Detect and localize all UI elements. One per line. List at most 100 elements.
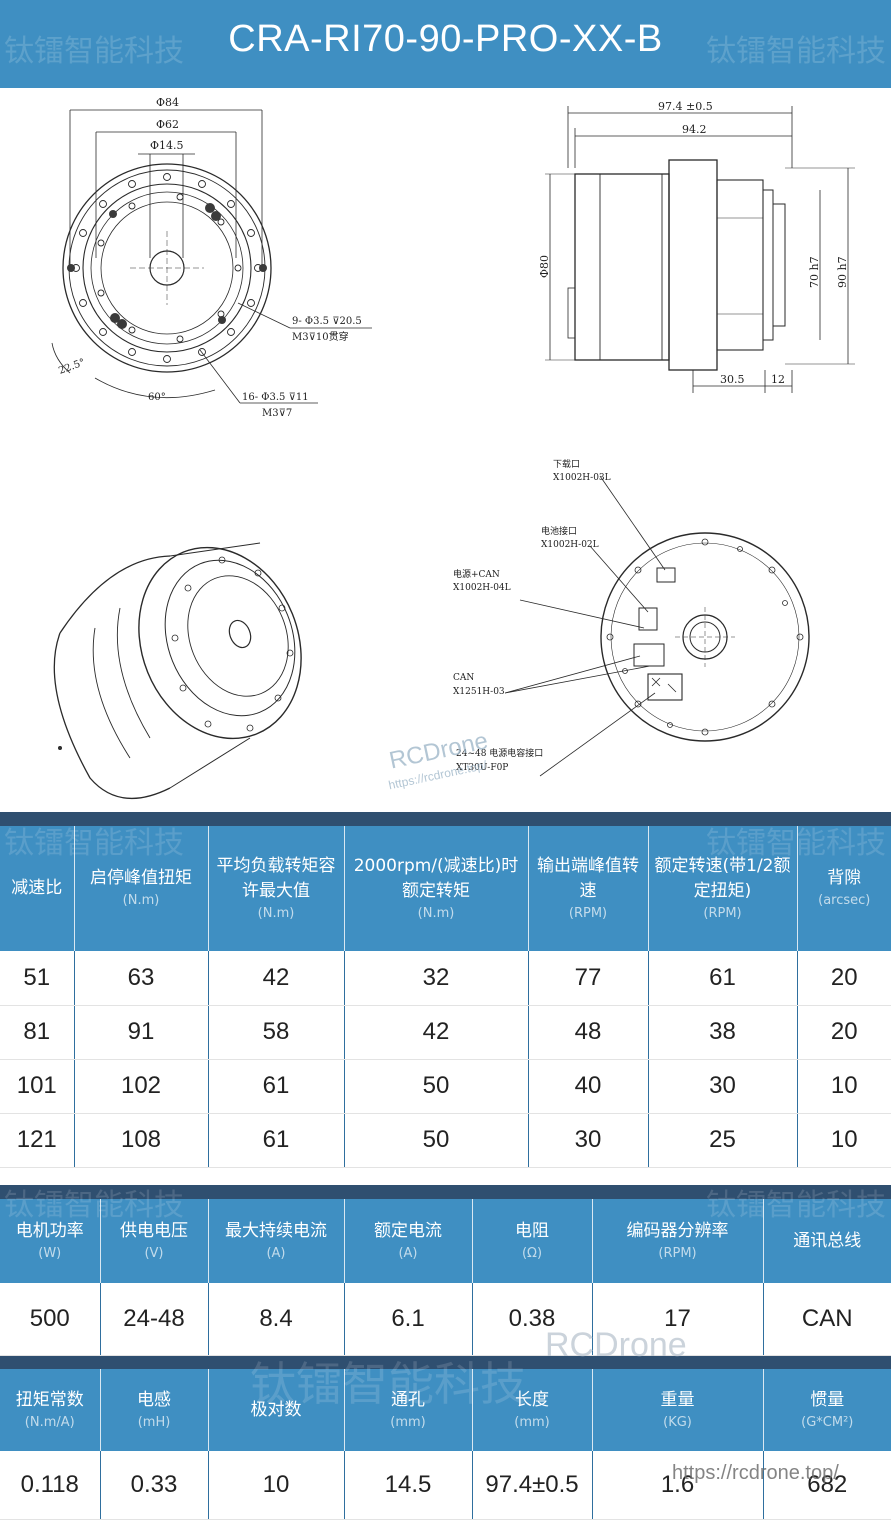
table-cell: 14.5 — [344, 1451, 473, 1520]
section-divider-2 — [0, 1185, 891, 1199]
spec-table-motor: 电机功率(W)供电电压(V)最大持续电流(A)额定电流(A)电阻(Ω)编码器分辨… — [0, 1199, 891, 1356]
table-cell: 48 — [528, 1005, 649, 1060]
drawing-watermark: RCDrone https://rcdrone.top/ — [387, 727, 490, 792]
column-header-unit: (N.m/A) — [24, 1414, 75, 1430]
table-cell: 8.4 — [208, 1283, 345, 1356]
column-header-label: 极对数 — [250, 1399, 302, 1420]
table-cell: 61 — [648, 951, 798, 1006]
column-header: 减速比 — [0, 826, 75, 951]
column-header-label: 平均负载转矩容许最大值 — [216, 855, 336, 901]
side-dim-70: 70 h7 — [808, 256, 821, 288]
table-cell: 63 — [74, 951, 209, 1006]
table-cell: 0.118 — [0, 1451, 101, 1520]
column-header-label: 通讯总线 — [793, 1230, 862, 1251]
column-header: 额定转速(带1/2额定扭矩)(RPM) — [648, 826, 798, 951]
column-header-unit: (A) — [398, 1245, 418, 1261]
rear-label-download: 下载口 — [553, 458, 580, 470]
rear-label-battery: 电池接口 — [541, 525, 577, 537]
rear-label-download-pn: X1002H-03L — [553, 473, 611, 483]
column-header: 背隙(arcsec) — [797, 826, 891, 951]
column-header-label: 编码器分辨率 — [626, 1220, 729, 1241]
table2-watermark-left: 钛镭智能科技 — [4, 1188, 184, 1223]
front-dim-62: Φ62 — [156, 118, 179, 131]
table-cell: 30 — [648, 1059, 798, 1114]
table-header-row: 扭矩常数(N.m/A)电感(mH)极对数通孔(mm)长度(mm)重量(KG)惯量… — [0, 1369, 891, 1451]
table-cell: 30 — [528, 1113, 649, 1168]
rear-label-power-can-pn: X1002H-04L — [453, 583, 511, 593]
column-header: 长度(mm) — [472, 1369, 593, 1451]
column-header: 通讯总线 — [763, 1199, 891, 1283]
column-header-unit: (N.m) — [417, 905, 455, 921]
rear-label-power-can: 电源+CAN — [453, 568, 500, 580]
footer-brand-watermark: RCDrone — [545, 1326, 687, 1364]
column-header: 输出端峰值转速(RPM) — [528, 826, 649, 951]
column-header: 扭矩常数(N.m/A) — [0, 1369, 101, 1451]
front-angle-60: 60° — [148, 392, 166, 403]
table-cell: 40 — [528, 1059, 649, 1114]
title-banner: 钛镭智能科技 钛镭智能科技 CRA-RI70-90-PRO-XX-B — [0, 0, 891, 88]
table2-watermark-right: 钛镭智能科技 — [706, 1188, 886, 1223]
rear-label-can: CAN — [453, 673, 474, 683]
column-header-unit: (RPM) — [568, 905, 608, 921]
column-header-label: 通孔 — [391, 1389, 425, 1410]
front-note-m3-through: M3⊽10贯穿 — [292, 330, 349, 343]
table-cell: 10 — [208, 1451, 345, 1520]
side-dim-94-2: 94.2 — [682, 123, 707, 136]
table-cell: 42 — [344, 1005, 529, 1060]
table-header-row: 电机功率(W)供电电压(V)最大持续电流(A)额定电流(A)电阻(Ω)编码器分辨… — [0, 1199, 891, 1283]
column-header-label: 电感 — [137, 1389, 171, 1410]
column-header-unit: (Ω) — [521, 1245, 543, 1261]
rear-label-can-pn: X1251H-03 — [453, 687, 505, 697]
column-header: 供电电压(V) — [100, 1199, 209, 1283]
column-header-label: 启停峰值扭矩 — [90, 868, 192, 888]
table-cell: 61 — [208, 1113, 345, 1168]
table1-watermark-left: 钛镭智能科技 — [4, 826, 184, 861]
column-header: 编码器分辨率(RPM) — [592, 1199, 764, 1283]
column-header: 电机功率(W) — [0, 1199, 101, 1283]
front-note-m3-7: M3⊽7 — [262, 408, 292, 419]
column-header: 惯量 (G*CM²) — [763, 1369, 891, 1451]
table-cell: 97.4±0.5 — [472, 1451, 593, 1520]
column-header-label: 供电电压 — [120, 1220, 188, 1241]
table-cell: 77 — [528, 951, 649, 1006]
table-cell: 91 — [74, 1005, 209, 1060]
front-view: Φ84 Φ62 Φ14.5 — [51, 96, 372, 419]
section-divider-1 — [0, 812, 891, 826]
column-header-label: 惯量 — [810, 1389, 845, 1410]
front-note-16-holes: 16- Φ3.5 ⊽11 — [242, 392, 309, 403]
rear-label-power-in-pn: XT30U-F0P — [456, 763, 508, 773]
column-header: 电阻 (Ω) — [472, 1199, 593, 1283]
column-header-unit: (mH) — [137, 1414, 171, 1430]
rear-view: 下载口 X1002H-03L 电池接口 X1002H-02L 电源+CAN X1… — [453, 458, 810, 777]
table-cell: 121 — [0, 1113, 75, 1168]
column-header-unit: (W) — [38, 1245, 62, 1261]
column-header: 额定电流(A) — [344, 1199, 473, 1283]
front-angle-22-5: 22.5° — [57, 357, 86, 377]
banner-watermark-right: 钛镭智能科技 — [706, 34, 886, 69]
column-header: 电感 (mH) — [100, 1369, 209, 1451]
table-cell: 17 — [592, 1283, 764, 1356]
side-dim-30-5: 30.5 — [720, 373, 745, 386]
column-header-label: 背隙 — [827, 868, 862, 888]
column-header-unit: (A) — [266, 1245, 286, 1261]
column-header-label: 最大持续电流 — [225, 1220, 327, 1241]
table-cell: 38 — [648, 1005, 798, 1060]
column-header-unit: (G*CM²) — [801, 1414, 854, 1430]
table-cell: 108 — [74, 1113, 209, 1168]
column-header: 启停峰值扭矩(N.m) — [74, 826, 209, 951]
table-cell: 20 — [797, 1005, 891, 1060]
footer-url-watermark: https://rcdrone.top/ — [672, 1462, 839, 1484]
spec-table-reducer: 减速比启停峰值扭矩(N.m)平均负载转矩容许最大值(N.m)2000rpm/(减… — [0, 826, 891, 1168]
column-header: 最大持续电流 (A) — [208, 1199, 345, 1283]
table-cell: 500 — [0, 1283, 101, 1356]
column-header-label: 电阻 — [515, 1220, 549, 1241]
column-header: 通孔(mm) — [344, 1369, 473, 1451]
table1-watermark-right: 钛镭智能科技 — [706, 826, 886, 861]
column-header: 极对数 — [208, 1369, 345, 1451]
table-cell: 25 — [648, 1113, 798, 1168]
